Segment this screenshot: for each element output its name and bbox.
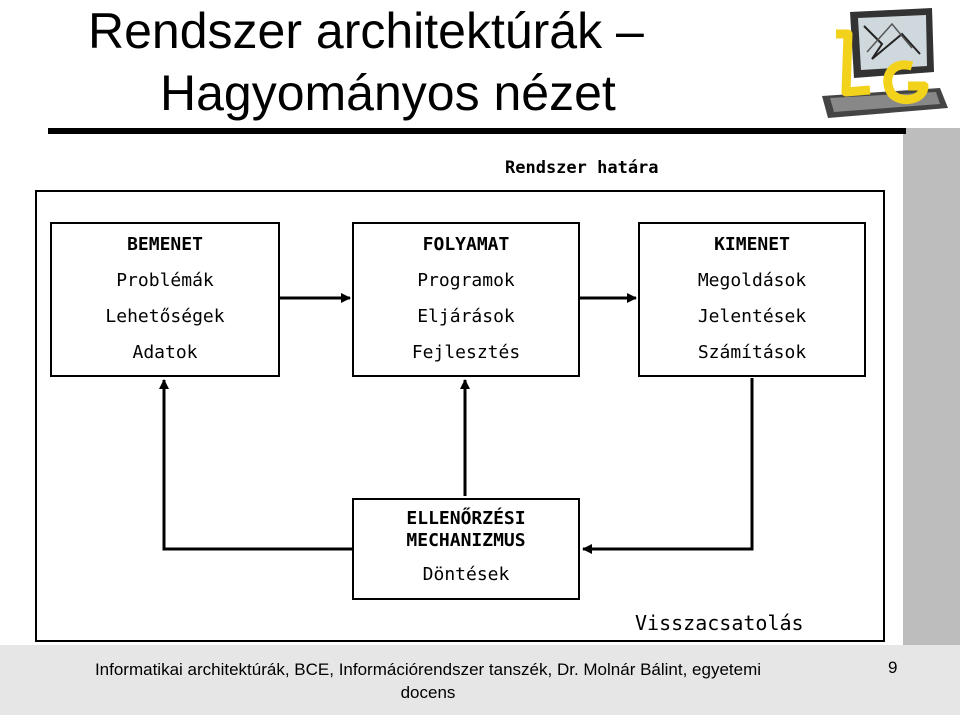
footer-line-2: docens <box>400 683 456 702</box>
arrow-control-to-input <box>159 379 352 551</box>
title-line-1: Rendszer architektúrák – <box>88 3 644 59</box>
control-heading: ELLENŐRZÉSI MECHANIZMUS <box>354 508 578 552</box>
control-box: ELLENŐRZÉSI MECHANIZMUS Döntések <box>352 498 580 600</box>
boundary-label: Rendszer határa <box>505 158 659 178</box>
output-heading: KIMENET <box>714 234 790 255</box>
control-heading-line-1: ELLENŐRZÉSI <box>406 508 526 529</box>
slide-footer: Informatikai architektúrák, BCE, Informá… <box>58 658 798 704</box>
output-item: Jelentések <box>697 306 807 327</box>
computer-logo-icon <box>822 8 948 118</box>
input-item: Lehetőségek <box>105 306 225 327</box>
input-box: BEMENET Problémák Lehetőségek Adatok <box>50 222 280 377</box>
input-heading: BEMENET <box>127 234 203 255</box>
slide-shadow-right <box>903 128 960 648</box>
output-item: Megoldások <box>697 270 807 291</box>
process-item: Eljárások <box>417 306 515 327</box>
process-heading: FOLYAMAT <box>422 234 510 255</box>
input-item: Adatok <box>132 342 198 363</box>
process-box: FOLYAMAT Programok Eljárások Fejlesztés <box>352 222 580 377</box>
title-line-2: Hagyományos nézet <box>160 65 616 121</box>
feedback-label: Visszacsatolás <box>635 611 804 635</box>
process-item: Programok <box>417 270 515 291</box>
process-item: Fejlesztés <box>411 342 521 363</box>
slide-title: Rendszer architektúrák – Hagyományos néz… <box>88 0 808 124</box>
output-item: Számítások <box>697 342 807 363</box>
input-item: Problémák <box>116 270 214 291</box>
control-heading-line-2: MECHANIZMUS <box>406 530 526 551</box>
page-number: 9 <box>888 658 898 677</box>
slide-shadow-bottom <box>0 645 960 715</box>
title-underline <box>48 128 906 134</box>
footer-line-1: Informatikai architektúrák, BCE, Informá… <box>94 660 762 679</box>
output-box: KIMENET Megoldások Jelentések Számítások <box>638 222 866 377</box>
control-item: Döntések <box>422 564 510 585</box>
arrow-output-feedback <box>582 378 754 554</box>
